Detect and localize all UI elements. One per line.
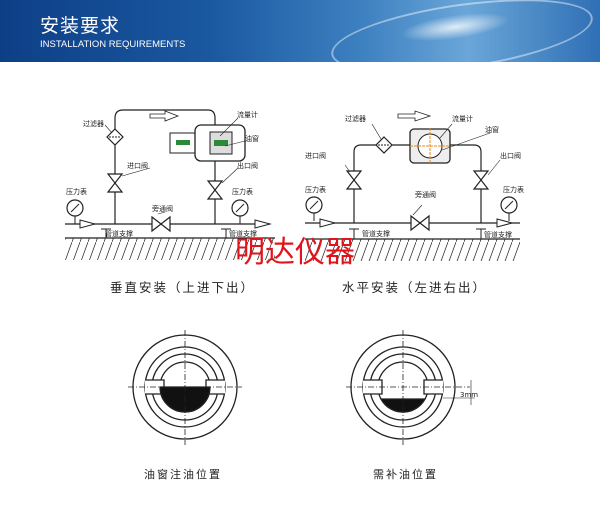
dimension-label: 3mm [460,391,478,399]
flowmeter-icon [169,124,246,162]
label-pipe-support: 管道支撑 [484,230,512,239]
inlet-valve-icon [346,170,362,190]
label-bypass-valve: 旁通阀 [152,204,173,213]
pressure-gauge-icon [231,199,249,225]
filter-icon [106,128,124,146]
inlet-valve-icon [107,173,123,193]
label-pressure-gauge: 压力表 [66,187,87,196]
label-inlet-valve: 进口阀 [127,161,148,170]
label-oil-window: 油窗 [245,134,259,143]
horizontal-installation-diagram: 过滤器 流量计 油窗 进口阀 出口阀 压力表 压力表 旁通阀 管道支撑 管道支撑… [305,110,524,295]
label-pressure-gauge: 压力表 [305,185,326,194]
label-outlet-valve: 出口阀 [237,161,258,170]
flowmeter-icon [409,128,451,164]
label-bypass-valve: 旁通阀 [415,190,436,199]
ground-hatch [305,239,520,261]
bypass-valve-icon [151,216,171,232]
oil-fill-diagram [128,330,242,445]
outlet-valve-icon [473,170,489,190]
pressure-gauge-icon [500,196,518,222]
label-filter: 过滤器 [83,119,104,128]
label-flowmeter: 流量计 [237,110,258,119]
page-title: 安装要求 [40,15,121,37]
oil-refill-diagram [346,330,475,445]
caption-horizontal: 水平安装（左进右出） [342,280,487,295]
caption-oil-fill: 油窗注油位置 [144,467,222,481]
label-inlet-valve: 进口阀 [305,151,326,160]
label-pipe-support: 管道支撑 [362,229,390,238]
ground-hatch [65,238,275,260]
caption-vertical: 垂直安装（上进下出） [110,280,255,295]
label-outlet-valve: 出口阀 [500,151,521,160]
label-pressure-gauge: 压力表 [503,185,524,194]
pressure-gauge-icon [305,196,323,222]
label-pressure-gauge: 压力表 [232,187,253,196]
label-flowmeter: 流量计 [452,114,473,123]
bypass-valve-icon [410,215,430,231]
caption-oil-refill: 需补油位置 [373,467,438,481]
outlet-valve-icon [207,180,223,200]
label-pipe-support: 管道支撑 [229,229,257,238]
page-subtitle: INSTALLATION REQUIREMENTS [40,39,186,50]
label-filter: 过滤器 [345,114,366,123]
label-oil-window: 油窗 [485,125,499,134]
oil-level-low [379,398,427,413]
filter-icon [375,136,393,154]
vertical-installation-diagram: 过滤器 流量计 油窗 进口阀 出口阀 压力表 压力表 旁通阀 管道支撑 管道支撑… [65,109,275,295]
header-banner: 安装要求 INSTALLATION REQUIREMENTS [0,0,600,62]
watermark: 明达仪器 [235,235,355,270]
label-pipe-support: 管道支撑 [105,229,133,238]
